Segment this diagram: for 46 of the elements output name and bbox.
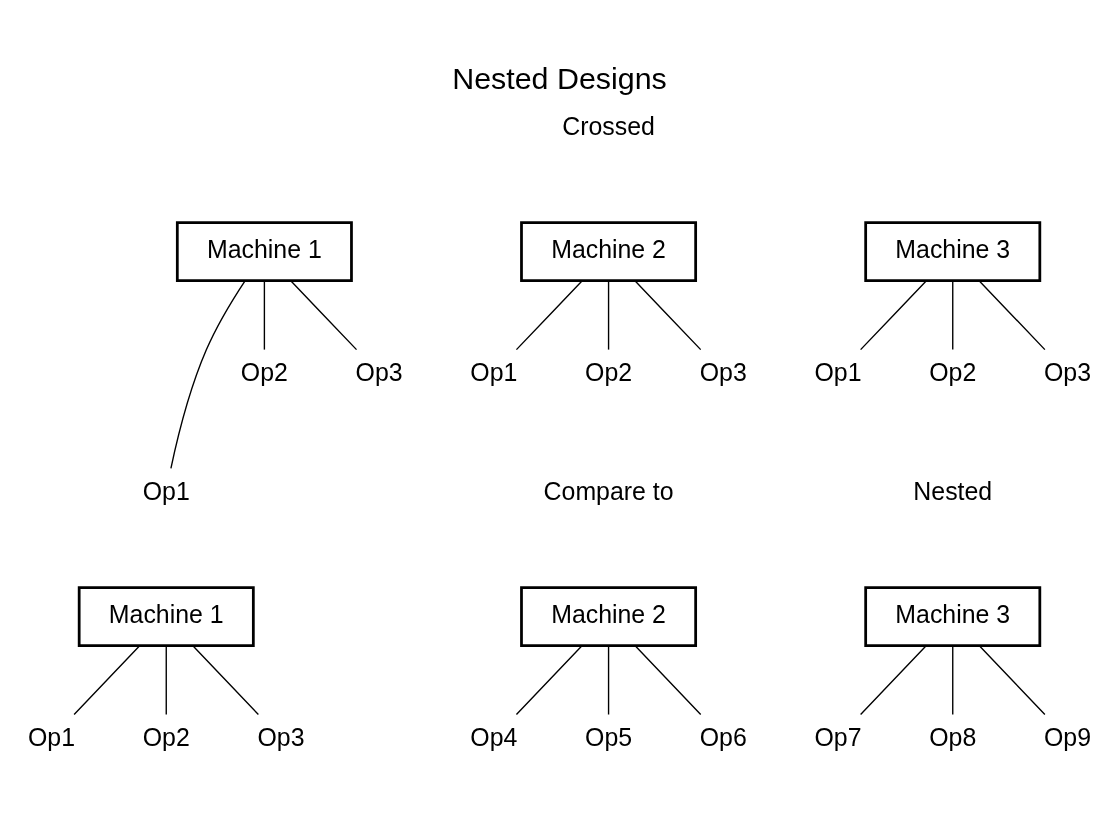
node-text: Op6 <box>699 722 747 751</box>
node-text: Op2 <box>585 357 633 386</box>
node-text: Op2 <box>929 357 977 386</box>
node-text: Op9 <box>1043 722 1091 751</box>
connector <box>192 645 260 716</box>
node-box: Machine 1 <box>77 586 255 647</box>
node-text: Op2 <box>142 722 190 751</box>
connector <box>952 645 954 716</box>
label: Nested <box>913 476 993 505</box>
node-box: Machine 3 <box>864 586 1042 647</box>
connector <box>290 280 358 351</box>
node-text: Op1 <box>142 476 190 505</box>
connector <box>515 280 583 351</box>
connector <box>634 280 702 351</box>
label: Crossed <box>562 111 655 140</box>
label: Compare to <box>543 476 674 505</box>
node-text: Op2 <box>240 357 288 386</box>
node-text: Op3 <box>699 357 747 386</box>
node-text: Op1 <box>814 357 862 386</box>
connector <box>165 645 167 716</box>
node-text: Op3 <box>257 722 305 751</box>
node-text: Op8 <box>929 722 977 751</box>
node-text: Op3 <box>355 357 403 386</box>
connector <box>515 645 583 716</box>
connector <box>978 645 1046 716</box>
connector <box>634 645 702 716</box>
node-text: Op7 <box>814 722 862 751</box>
connector <box>263 280 266 351</box>
connector <box>952 280 954 351</box>
connector <box>607 645 610 716</box>
node-text: Op3 <box>1043 357 1091 386</box>
node-box: Machine 2 <box>520 586 698 647</box>
node-text: Op1 <box>28 722 76 751</box>
connector <box>978 280 1046 351</box>
node-box: Machine 2 <box>520 221 698 283</box>
node-box: Machine 1 <box>175 221 353 283</box>
connector <box>859 645 927 716</box>
node-text: Op1 <box>470 357 518 386</box>
diagram-title: Nested Designs <box>452 61 667 96</box>
connector <box>607 280 610 351</box>
node-text: Op4 <box>470 722 518 751</box>
connector <box>73 645 141 716</box>
connector <box>859 280 927 351</box>
node-box: Machine 3 <box>864 221 1042 283</box>
connector <box>170 280 246 469</box>
node-text: Op5 <box>585 722 633 751</box>
